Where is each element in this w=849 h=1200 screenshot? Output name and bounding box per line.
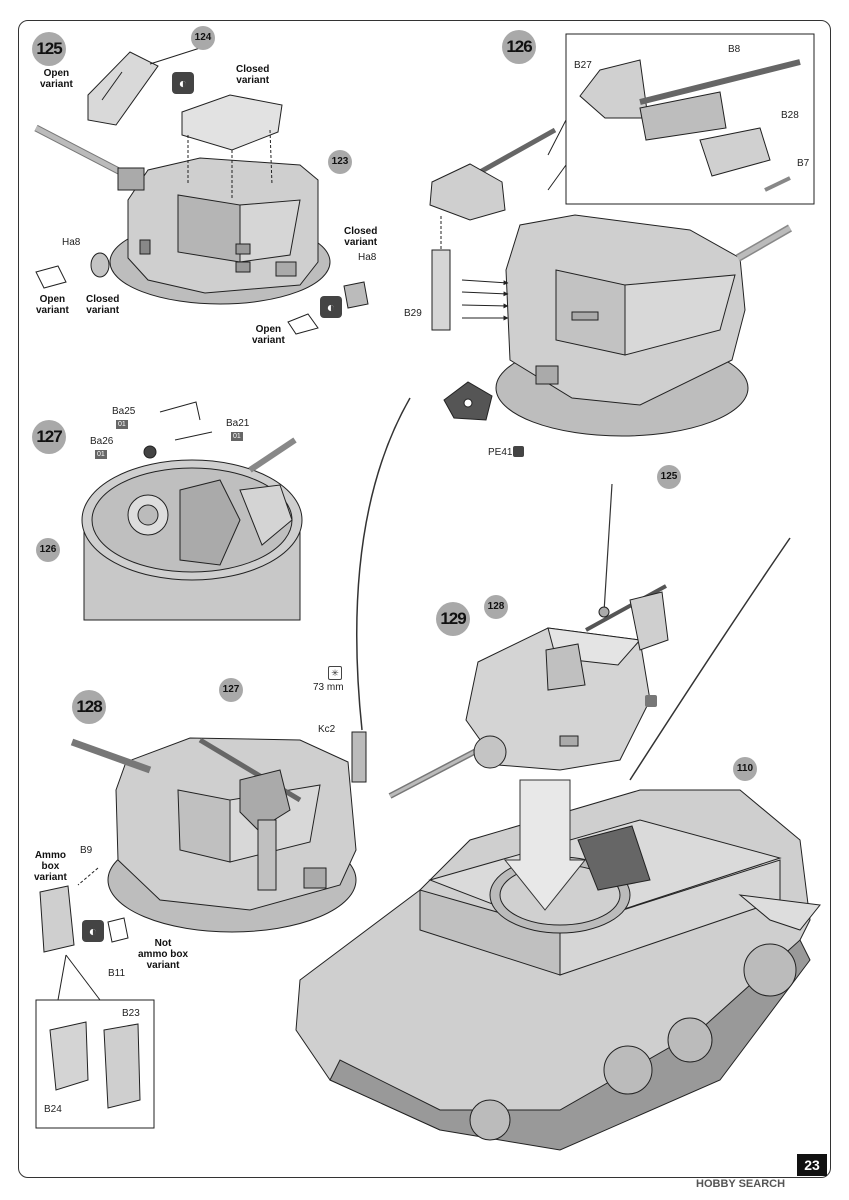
- part-ba25: Ba25: [112, 406, 136, 417]
- part-pe41: PE41: [488, 447, 513, 458]
- tank-step-129: [295, 483, 821, 1151]
- step-128-badge: 128: [72, 690, 106, 724]
- open-variant-label: Open variant: [40, 68, 73, 90]
- turret-interior-step-127: [81, 401, 303, 621]
- part-ba21: Ba21: [226, 418, 250, 429]
- page-frame: [18, 20, 831, 1178]
- part-b8: B8: [728, 44, 741, 55]
- ammo-box-variant-label: Ammo box variant: [34, 850, 67, 883]
- part-b24: B24: [44, 1104, 62, 1115]
- turret-step-126: [429, 33, 815, 437]
- ref-125: 125: [657, 465, 681, 489]
- part-b28: B28: [781, 110, 799, 121]
- turret-step-125: [34, 47, 369, 335]
- part-b7: B7: [797, 158, 810, 169]
- part-ba26-tag: 01: [95, 450, 107, 459]
- watermark: HOBBY SEARCH: [696, 1178, 786, 1190]
- open-variant-label: Open variant: [36, 294, 69, 316]
- photoetch-icon: [513, 446, 524, 457]
- heat-stretch-icon: ✳: [328, 666, 342, 680]
- paint-icon: [645, 695, 657, 707]
- turret-step-128: [35, 737, 357, 1129]
- option-icon: ◐: [82, 920, 104, 942]
- option-icon: ◐: [320, 296, 342, 318]
- ref-123: 123: [328, 150, 352, 174]
- ref-127: 127: [219, 678, 243, 702]
- step-125-badge: 125: [32, 32, 66, 66]
- closed-variant-label: Closed variant: [236, 64, 270, 86]
- ref-124: 124: [191, 26, 215, 50]
- part-ha8: Ha8: [62, 237, 81, 248]
- option-icon: ◐: [172, 72, 194, 94]
- part-b27: B27: [574, 60, 592, 71]
- ref-110: 110: [733, 757, 757, 781]
- ref-126: 126: [36, 538, 60, 562]
- step-127-badge: 127: [32, 420, 66, 454]
- ref-128: 128: [484, 595, 508, 619]
- part-ba26: Ba26: [90, 436, 114, 447]
- part-kc2: Kc2: [318, 724, 336, 735]
- open-variant-label: Open variant: [252, 324, 285, 346]
- part-ba21-tag: 01: [231, 432, 243, 441]
- part-ba25-tag: 01: [116, 420, 128, 429]
- part-ha8: Ha8: [358, 252, 377, 263]
- part-b23: B23: [122, 1008, 140, 1019]
- step-129-badge: 129: [436, 602, 470, 636]
- antenna-rod: [356, 397, 411, 731]
- closed-variant-label: Closed variant: [344, 226, 378, 248]
- part-b9: B9: [80, 845, 93, 856]
- closed-variant-label: Closed variant: [86, 294, 120, 316]
- page-number: 23: [797, 1154, 827, 1176]
- step-126-badge: 126: [502, 30, 536, 64]
- antenna-length: 73 mm: [313, 682, 344, 693]
- not-ammo-box-variant-label: Not ammo box variant: [138, 938, 189, 971]
- part-b29: B29: [404, 308, 422, 319]
- part-b11: B11: [108, 968, 126, 979]
